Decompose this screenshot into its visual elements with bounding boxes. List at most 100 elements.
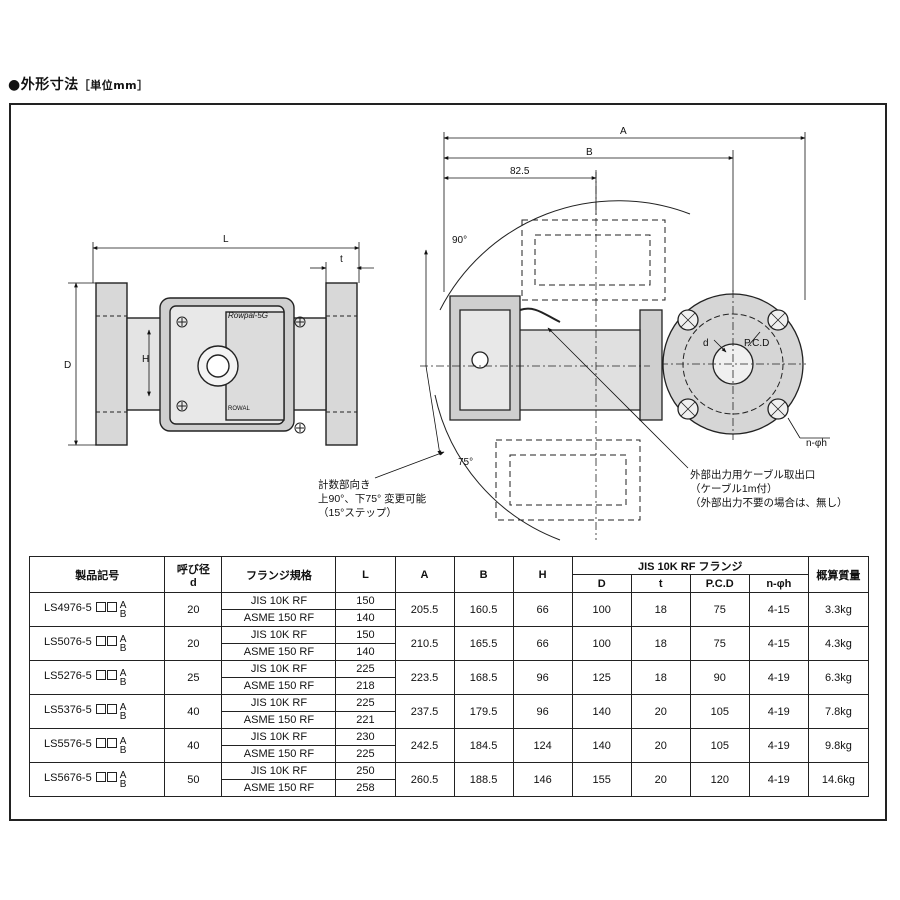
- header-bore-top: 呼び径: [176, 563, 210, 576]
- cell-L-asme: 258: [335, 779, 396, 797]
- cell-mass: 7.8kg: [807, 694, 870, 729]
- option-box: [95, 635, 106, 646]
- cell-B: 179.5: [453, 694, 514, 729]
- std-a: A: [119, 735, 127, 747]
- option-box: [106, 703, 117, 714]
- dim-L: L: [223, 234, 229, 245]
- std-b: B: [119, 676, 127, 688]
- cell-L-asme: 225: [335, 745, 396, 763]
- technical-drawing: Rowpal-5G ROWAL L t D H: [64, 126, 830, 541]
- dim-pcd: P.C.D: [744, 338, 769, 349]
- cell-D: 100: [571, 626, 632, 661]
- cell-bore: 50: [164, 762, 223, 797]
- option-box: [106, 635, 117, 646]
- dim-82-5: 82.5: [510, 166, 530, 177]
- cell-pcd: 105: [689, 694, 750, 729]
- header-H: H: [512, 556, 573, 593]
- std-b: B: [119, 608, 127, 620]
- cell-flange-jis: JIS 10K RF: [221, 762, 337, 780]
- cell-flange-jis: JIS 10K RF: [221, 660, 337, 678]
- cell-L-jis: 150: [335, 626, 396, 644]
- cell-pcd: 105: [689, 728, 750, 763]
- side-view: [420, 170, 806, 541]
- cell-mass: 4.3kg: [807, 626, 870, 661]
- std-b: B: [119, 744, 127, 756]
- cell-t: 20: [630, 694, 691, 729]
- model-code: LS5076-5: [44, 635, 92, 648]
- cell-pcd: 75: [689, 592, 750, 627]
- header-B: B: [453, 556, 514, 593]
- cell-H: 66: [512, 592, 573, 627]
- cell-flange-asme: ASME 150 RF: [221, 609, 337, 627]
- option-box: [95, 601, 106, 612]
- note-right-line-1: 外部出力用ケーブル取出口: [690, 469, 816, 481]
- cell-B: 165.5: [453, 626, 514, 661]
- header-t: t: [630, 574, 691, 593]
- model-code: LS5676-5: [44, 771, 92, 784]
- cell-H: 96: [512, 694, 573, 729]
- cell-flange-asme: ASME 150 RF: [221, 745, 337, 763]
- cell-pcd: 120: [689, 762, 750, 797]
- cell-A: 237.5: [394, 694, 455, 729]
- cell-L-jis: 230: [335, 728, 396, 746]
- cell-flange-asme: ASME 150 RF: [221, 779, 337, 797]
- cell-D: 155: [571, 762, 632, 797]
- cell-L-asme: 218: [335, 677, 396, 695]
- std-a: A: [119, 633, 127, 645]
- cell-H: 96: [512, 660, 573, 695]
- cell-mass: 3.3kg: [807, 592, 870, 627]
- note-right-line-3: （外部出力不要の場合は、無し）: [690, 497, 848, 509]
- header-nh: n-φh: [748, 574, 809, 593]
- right-flange: [325, 282, 358, 446]
- cell-A: 260.5: [394, 762, 455, 797]
- cell-t: 18: [630, 592, 691, 627]
- note-right-line-2: （ケーブル1m付）: [690, 483, 778, 495]
- header-D: D: [571, 574, 632, 593]
- std-b: B: [119, 710, 127, 722]
- std-b: B: [119, 642, 127, 654]
- std-b: B: [119, 778, 127, 790]
- front-dimensions: [68, 242, 374, 446]
- cell-flange-jis: JIS 10K RF: [221, 592, 337, 610]
- cell-nh: 4-19: [748, 728, 809, 763]
- cell-D: 140: [571, 728, 632, 763]
- cell-A: 210.5: [394, 626, 455, 661]
- cell-nh: 4-15: [748, 626, 809, 661]
- header-bore-bottom: d: [190, 576, 197, 589]
- cell-H: 146: [512, 762, 573, 797]
- cell-mass: 9.8kg: [807, 728, 870, 763]
- cell-flange-jis: JIS 10K RF: [221, 728, 337, 746]
- dim-B: B: [586, 147, 593, 158]
- cell-L-jis: 225: [335, 694, 396, 712]
- option-box: [106, 669, 117, 680]
- model-code: LS4976-5: [44, 601, 92, 614]
- option-box: [106, 771, 117, 782]
- cell-nh: 4-19: [748, 694, 809, 729]
- option-box: [95, 737, 106, 748]
- cell-H: 124: [512, 728, 573, 763]
- cell-mass: 6.3kg: [807, 660, 870, 695]
- model-code: LS5376-5: [44, 703, 92, 716]
- cell-B: 184.5: [453, 728, 514, 763]
- dim-A: A: [620, 126, 627, 137]
- dim-H: H: [142, 354, 149, 365]
- cell-A: 223.5: [394, 660, 455, 695]
- front-view: [95, 282, 358, 446]
- option-box: [95, 669, 106, 680]
- std-a: A: [119, 701, 127, 713]
